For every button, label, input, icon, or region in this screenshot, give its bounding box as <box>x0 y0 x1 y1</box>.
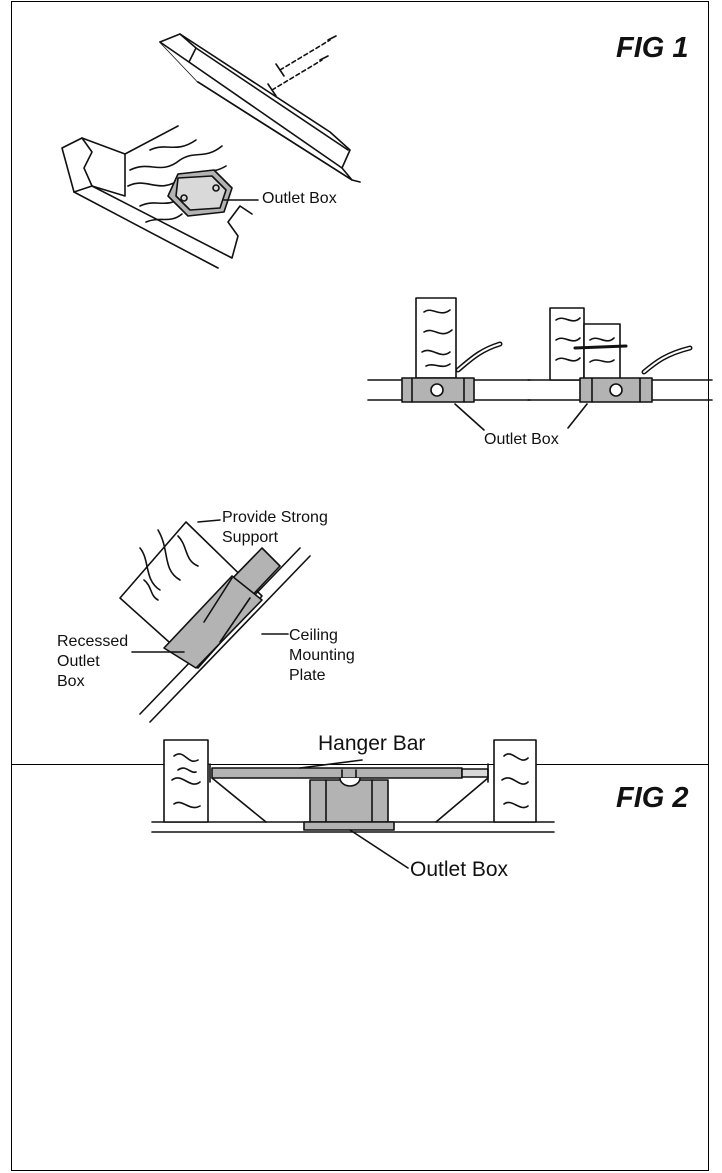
recessed-outlet-box-label-line3: Box <box>57 673 85 690</box>
figure-1-title: FIG 1 <box>616 32 689 64</box>
ceiling-mounting-plate-label-line1: Ceiling <box>289 627 338 644</box>
recessed-outlet-box-label-line1: Recessed <box>57 633 129 650</box>
provide-support-label-line1: Provide Strong <box>222 509 328 526</box>
hanger-bar-label: Hanger Bar <box>318 732 426 755</box>
figure-divider <box>11 764 709 765</box>
recessed-box-illustration <box>119 519 311 723</box>
figure-frame <box>11 1 709 1171</box>
provide-support-label-line2: Support <box>222 529 279 546</box>
outlet-box-label-studs: Outlet Box <box>484 431 559 448</box>
outlet-box-label-top: Outlet Box <box>262 190 337 207</box>
ceiling-mounting-plate-label-line3: Plate <box>289 667 326 684</box>
beam-joist-illustration <box>61 33 361 269</box>
ceiling-mounting-plate-label-line2: Mounting <box>289 647 355 664</box>
outlet-box-label-hanger: Outlet Box <box>410 858 509 881</box>
figure-2-title: FIG 2 <box>616 782 689 814</box>
stud-outlet-illustrations <box>367 297 713 431</box>
recessed-outlet-box-label-line2: Outlet <box>57 653 100 670</box>
hanger-bar-illustration <box>151 739 555 869</box>
